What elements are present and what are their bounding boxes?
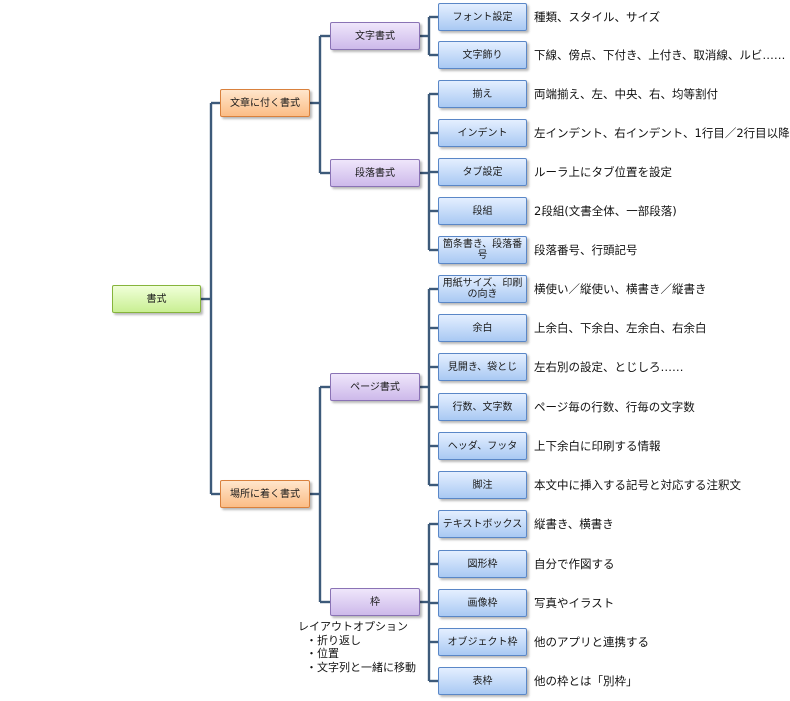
desc-gyosu: ページ毎の行数、行毎の文字数 [534,400,695,414]
layout-option-item: ・折り返し [306,633,361,647]
node-font-settei: フォント設定 [438,3,527,31]
desc-hyo-waku: 他の枠とは「別枠」 [534,674,638,688]
node-moji-shoshiki: 文字書式 [330,22,420,50]
node-moji-kazari: 文字飾り [438,41,527,69]
desc-kyakuchu: 本文中に挿入する記号と対応する注釈文 [534,478,741,492]
node-bunsho-ni-tsuku-shoshiki: 文章に付く書式 [220,89,310,117]
desc-font-settei: 種類、スタイル、サイズ [534,10,661,24]
desc-kajogaki: 段落番号、行頭記号 [534,243,638,257]
node-gazo-waku: 画像枠 [438,589,527,617]
layout-option-item: ・文字列と一緒に移動 [306,660,416,674]
node-tab-settei: タブ設定 [438,158,527,186]
desc-mihiraki: 左右別の設定、とじしろ…… [534,360,684,374]
layout-option-item: ・位置 [306,647,339,660]
node-dangumi: 段組 [438,197,527,225]
node-object-waku: オブジェクト枠 [438,628,527,656]
node-hyo-waku: 表枠 [438,667,527,695]
desc-header-footer: 上下余白に印刷する情報 [534,439,661,453]
desc-soroe: 両端揃え、左、中央、右、均等割付 [534,87,718,101]
node-gyosu-mojisu: 行数、文字数 [438,393,527,421]
desc-gazo-waku: 写真やイラスト [534,596,615,610]
node-mihiraki-fukurotoji: 見開き、袋とじ [438,353,527,381]
node-page-shoshiki: ページ書式 [330,373,420,401]
desc-text-box: 縦書き、横書き [534,517,614,531]
connector-lines [201,15,438,683]
desc-yohaku: 上余白、下余白、左余白、右余白 [534,321,707,335]
node-header-footer: ヘッダ、フッタ [438,432,527,460]
node-soroe: 揃え [438,80,527,108]
node-yohaku: 余白 [438,314,527,342]
node-indent: インデント [438,119,527,147]
layout-option-note: レイアウトオプション ・折り返し ・位置 ・文字列と一緒に移動 [298,620,416,674]
node-danraku-shoshiki: 段落書式 [330,159,420,187]
node-kajogaki-danraku-bango: 箇条書き、段落番号 [438,236,527,264]
node-waku: 枠 [330,588,420,616]
desc-moji-kazari: 下線、傍点、下付き、上付き、取消線、ルビ…… [534,48,786,62]
node-kyakuchu: 脚注 [438,471,527,499]
desc-dangumi: 2段組(文書全体、一部段落) [534,204,677,218]
desc-yoshi-size: 横使い／縦使い、横書き／縦書き [534,282,707,296]
node-zukei-waku: 図形枠 [438,550,527,578]
layout-option-title: レイアウトオプション [298,620,408,633]
desc-tab-settei: ルーラ上にタブ位置を設定 [534,165,672,179]
root-node-shoshiki: 書式 [112,285,201,313]
node-text-box: テキストボックス [438,510,527,538]
desc-indent: 左インデント、右インデント、1行目／2行目以降 [534,126,790,140]
desc-zukei-waku: 自分で作図する [534,557,615,571]
desc-object-waku: 他のアプリと連携する [534,635,649,649]
node-yoshi-size-insatsu-muki: 用紙サイズ、印刷の向き [438,275,527,303]
node-basho-ni-tsuku-shoshiki: 場所に着く書式 [220,480,310,508]
